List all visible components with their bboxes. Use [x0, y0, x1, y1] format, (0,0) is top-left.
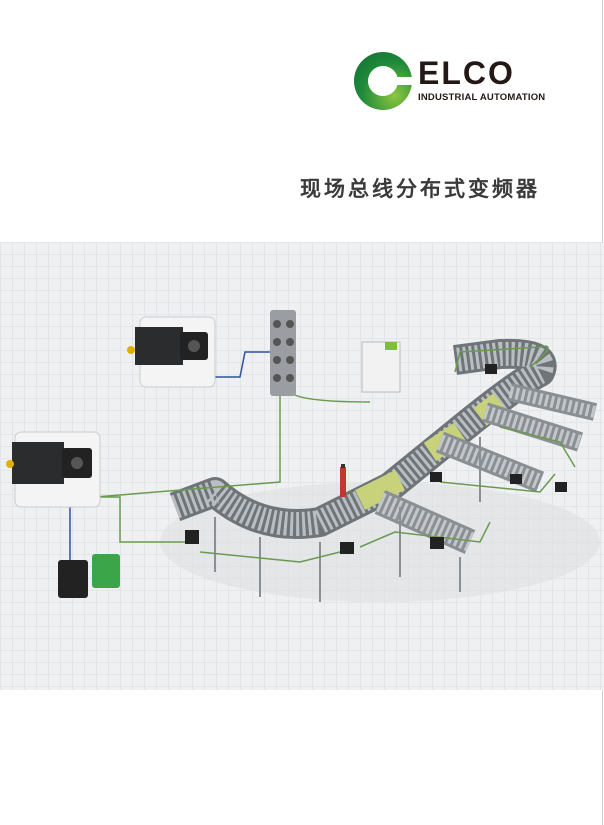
- frequency-inverter-1: [127, 316, 216, 388]
- page-title: 现场总线分布式变频器: [300, 177, 540, 201]
- frequency-inverter-2: [6, 431, 101, 508]
- elco-logo-mark-icon: [354, 52, 414, 110]
- elco-logo: ELCO INDUSTRIAL AUTOMATION: [354, 52, 549, 112]
- signal-tower: [340, 464, 346, 497]
- illustration-svg: [6, 310, 600, 602]
- io-module: [270, 310, 296, 396]
- logo-tagline: INDUSTRIAL AUTOMATION: [418, 92, 546, 103]
- plc-controller: [361, 341, 401, 393]
- conveyor-belt: [169, 338, 598, 554]
- conveyor-system-illustration: [0, 242, 604, 690]
- logo-brand: ELCO: [418, 55, 515, 91]
- connector-box: [58, 554, 120, 598]
